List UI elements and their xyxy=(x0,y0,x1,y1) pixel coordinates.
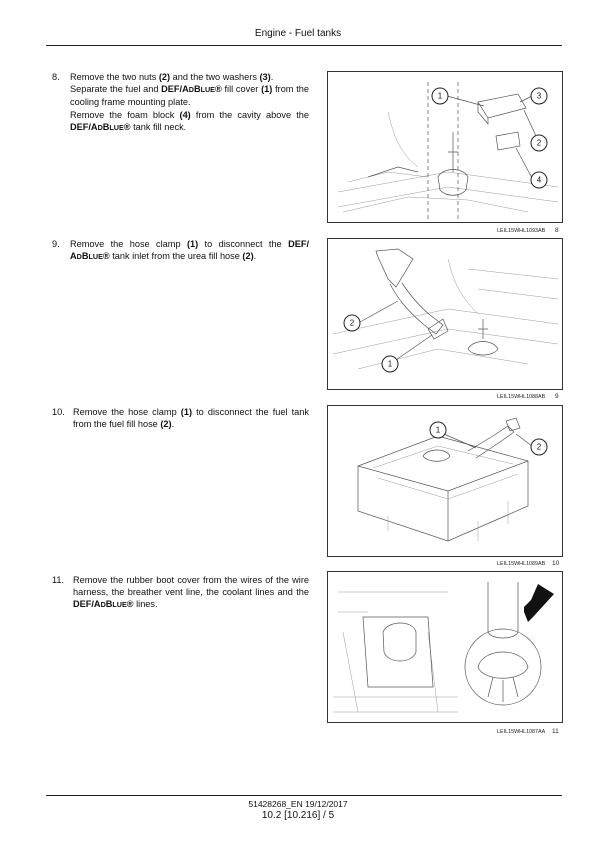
step-11: 11. Remove the rubber boot cover from th… xyxy=(52,574,309,612)
step-number: 9. xyxy=(52,239,60,249)
svg-text:1: 1 xyxy=(438,92,443,101)
callout-1: 1 xyxy=(381,334,433,373)
step-body: Remove the rubber boot cover from the wi… xyxy=(73,574,309,612)
figure-10-illustration: 1 2 xyxy=(327,405,563,557)
figure-number: 11 xyxy=(552,728,559,735)
figure-number: 9 xyxy=(555,393,559,400)
svg-text:2: 2 xyxy=(350,319,355,328)
urea-fill-hose-illustration xyxy=(332,248,559,370)
figure-reference: LEIL15WHL1093AB xyxy=(497,228,546,234)
figure-number: 8 xyxy=(555,227,559,234)
figure-reference: LEIL15WHL1087AA xyxy=(497,729,546,735)
step-number: 8. xyxy=(52,72,60,82)
step-body: Remove the hose clamp (1) to disconnect … xyxy=(73,406,309,430)
step-number: 10. xyxy=(52,407,65,417)
figure-reference: LEIL15WHL1088AB xyxy=(497,394,546,400)
fill-cover-illustration xyxy=(337,82,559,222)
callout-1: 1 xyxy=(429,421,477,449)
step-paragraph: Separate the fuel and DEF/ADBLUE® fill c… xyxy=(70,84,309,108)
callout-4: 4 xyxy=(515,147,548,189)
figure-reference: LEIL15WHL1089AB xyxy=(497,561,546,567)
figure-11-illustration xyxy=(327,571,563,723)
figure-9-callouts: 2 1 xyxy=(343,300,433,373)
rubber-boot-illustration xyxy=(333,582,554,713)
svg-text:4: 4 xyxy=(537,176,542,185)
figure-10-callouts: 1 2 xyxy=(429,421,548,456)
callout-1: 1 xyxy=(431,87,485,107)
callout-3: 3 xyxy=(519,87,548,105)
svg-text:1: 1 xyxy=(388,360,393,369)
svg-text:2: 2 xyxy=(537,139,542,148)
svg-text:1: 1 xyxy=(436,426,441,435)
figure-8-illustration: 1 3 2 4 xyxy=(327,71,563,223)
callout-2: 2 xyxy=(343,300,399,332)
step-body: Remove the hose clamp (1) to disconnect … xyxy=(70,238,309,263)
step-number: 11. xyxy=(52,575,65,585)
page-header: Engine - Fuel tanks xyxy=(254,28,342,39)
header-rule xyxy=(46,45,562,46)
callout-2: 2 xyxy=(515,433,548,456)
step-paragraph: Remove the two nuts (2) and the two wash… xyxy=(70,72,274,82)
footer-page-number: 10.2 [10.216] / 5 xyxy=(261,810,335,821)
step-body: Remove the two nuts (2) and the two wash… xyxy=(70,71,309,134)
figure-8-callouts: 1 3 2 4 xyxy=(431,87,548,189)
step-10: 10. Remove the hose clamp (1) to disconn… xyxy=(52,406,309,430)
step-9: 9. Remove the hose clamp (1) to disconne… xyxy=(52,238,309,263)
callout-2: 2 xyxy=(523,109,548,152)
figure-9-illustration: 2 1 xyxy=(327,238,563,390)
step-paragraph: Remove the foam block (4) from the cavit… xyxy=(70,109,309,132)
step-paragraph: Remove the hose clamp (1) to disconnect … xyxy=(73,407,309,430)
step-paragraph: Remove the rubber boot cover from the wi… xyxy=(73,575,309,610)
footer-document-id: 51428268_EN 19/12/2017 xyxy=(248,799,348,809)
step-8: 8. Remove the two nuts (2) and the two w… xyxy=(52,71,309,134)
step-paragraph: Remove the hose clamp (1) to disconnect … xyxy=(70,239,309,262)
svg-text:2: 2 xyxy=(537,443,542,452)
footer-rule xyxy=(46,795,562,796)
figure-number: 10 xyxy=(552,560,560,567)
svg-text:3: 3 xyxy=(537,92,542,101)
